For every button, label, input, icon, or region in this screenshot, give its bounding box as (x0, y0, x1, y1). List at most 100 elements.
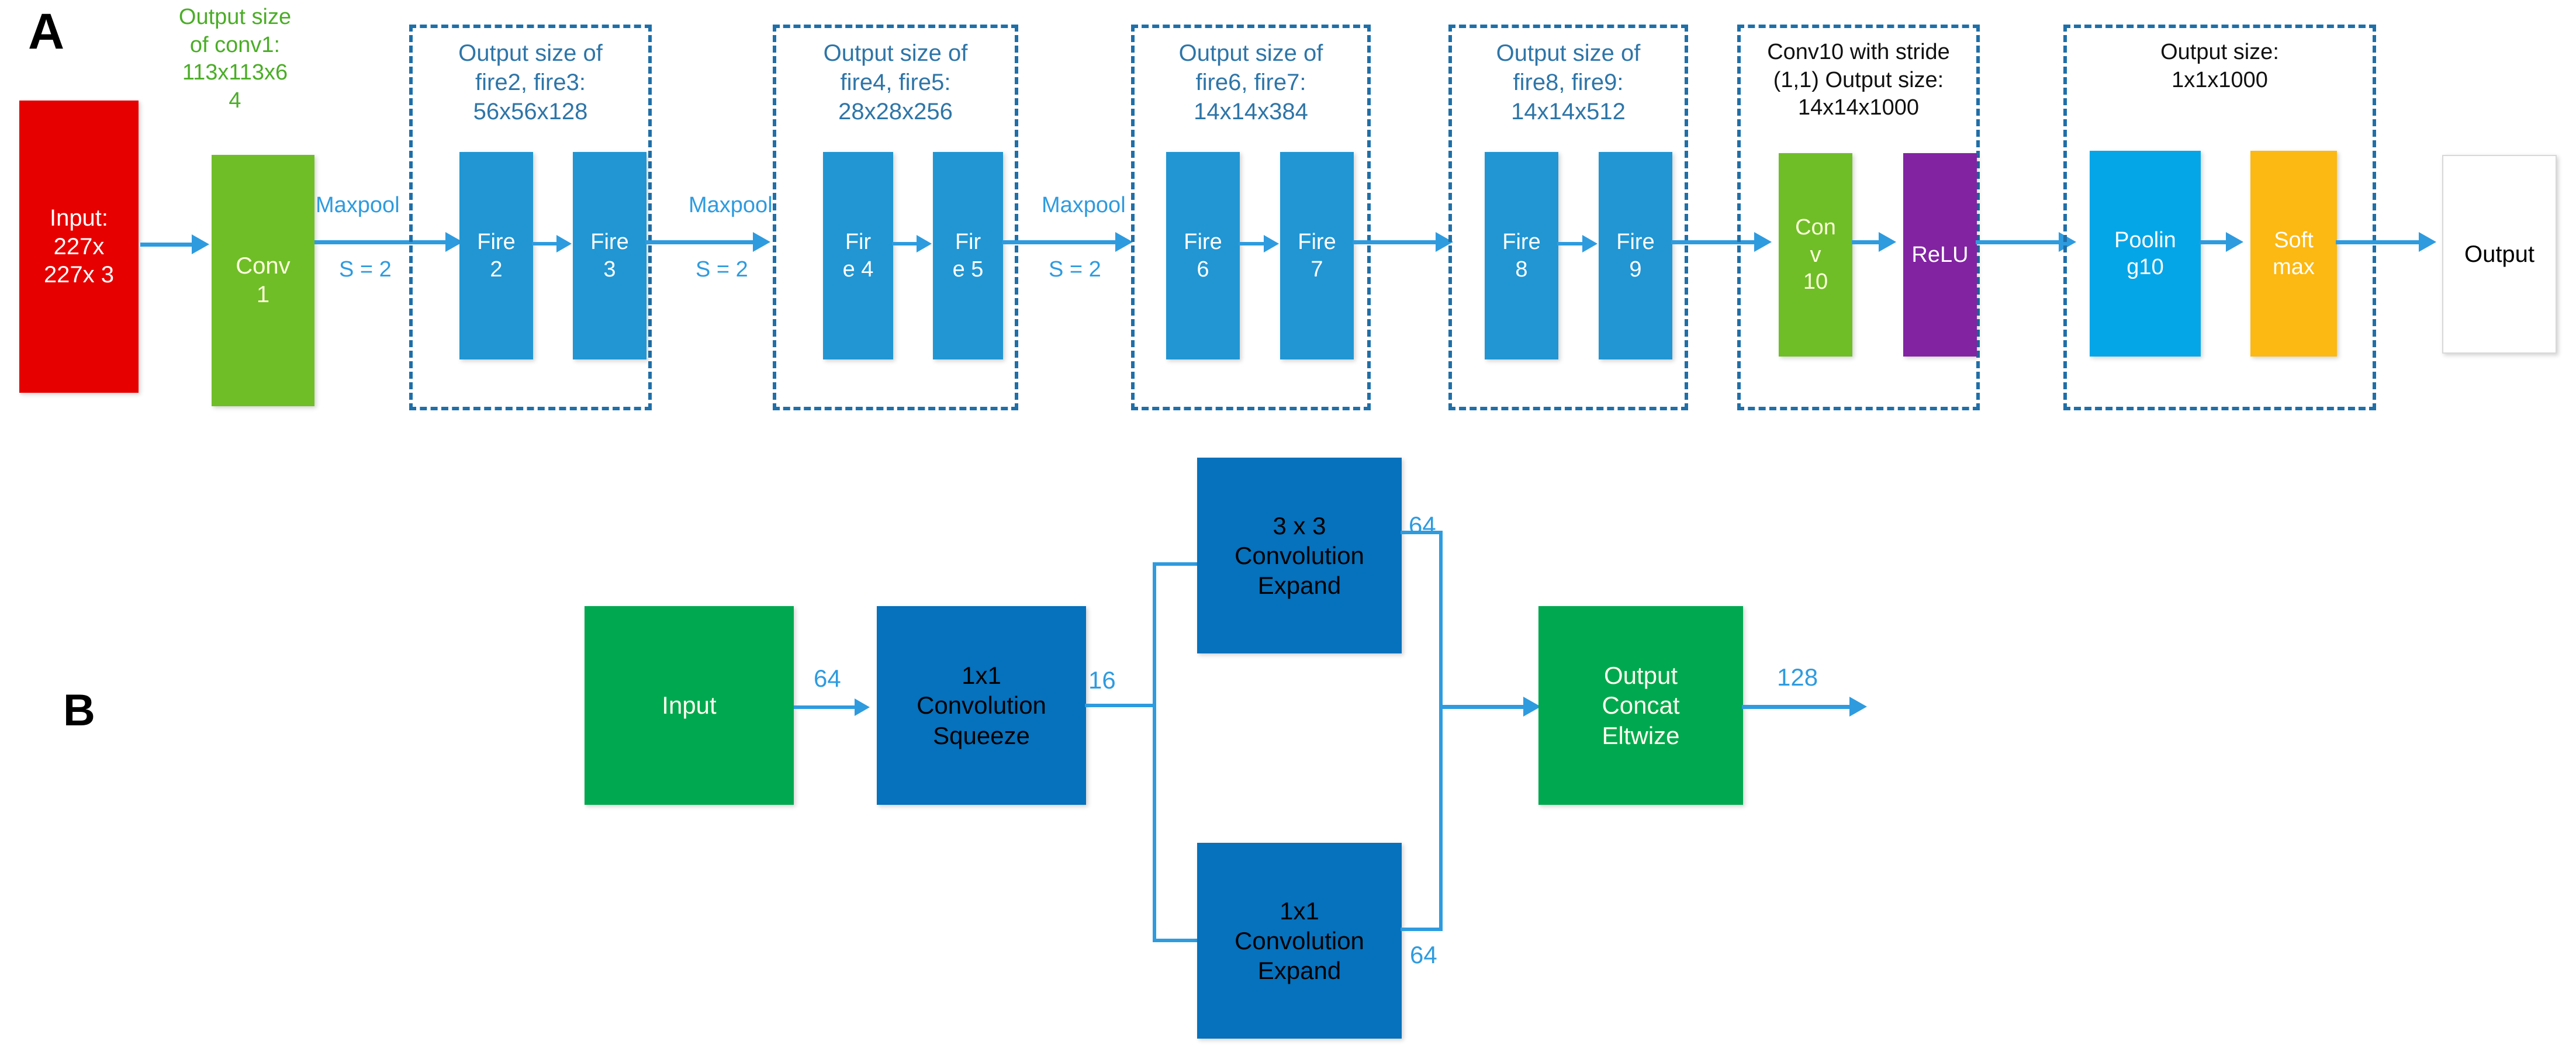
edge-label-b-in-channels: 64 (814, 665, 841, 692)
caption-fire6-fire7: Output size of fire6, fire7: 14x14x384 (1178, 40, 1323, 124)
edge-label-b-expand3x3-out: 64 (1409, 511, 1436, 539)
edge-line-b-branch-bottom (1153, 939, 1211, 942)
edge-arrow-b-concat-out (1849, 697, 1867, 717)
edge-line-fire3-to-fire4 (645, 240, 756, 244)
caption-conv10: Conv10 with stride (1,1) Output size: 14… (1767, 40, 1950, 120)
edge-line-b-merge-to-concat (1439, 705, 1527, 709)
caption-conv1-output: Output size of conv1: 113x113x6 4 (178, 5, 292, 113)
block-fire5-label: Fir e 5 (952, 230, 984, 282)
block-b-expand-3x3: 3 x 3 Convolution Expand (1197, 458, 1402, 653)
caption-fire8-fire9: Output size of fire8, fire9: 14x14x512 (1496, 40, 1641, 124)
edge-label-stride-2: S = 2 (696, 257, 748, 282)
block-fire4-label: Fir e 4 (842, 230, 874, 282)
block-fire8: Fire 8 (1485, 152, 1558, 359)
block-softmax-label: Soft max (2273, 227, 2315, 279)
edge-line-relu-to-pooling10 (1976, 240, 2062, 244)
edge-line-b-merge-vertical (1439, 531, 1443, 931)
caption-fire2-fire3: Output size of fire2, fire3: 56x56x128 (458, 40, 603, 124)
block-b-concat-label: Output Concat Eltwize (1602, 662, 1680, 749)
block-fire9-label: Fire 9 (1616, 230, 1655, 282)
block-b-expand-1x1-label: 1x1 Convolution Expand (1235, 897, 1364, 985)
edge-label-b-expand1x1-out: 64 (1410, 941, 1437, 968)
caption-fire4-fire5: Output size of fire4, fire5: 28x28x256 (823, 40, 968, 124)
edge-line-b-input-to-squeeze (794, 705, 858, 709)
edge-arrow-fire9-to-conv10 (1754, 232, 1772, 252)
edge-label-b-squeeze-out: 16 (1088, 666, 1116, 694)
block-input: Input: 227x 227x 3 (19, 101, 139, 393)
block-conv10-label: Con v 10 (1795, 215, 1836, 295)
edge-label-maxpool-1: Maxpool (316, 193, 400, 217)
edge-arrow-fire8-to-fire9 (1582, 235, 1598, 252)
edge-line-fire7-to-fire8 (1353, 240, 1439, 244)
block-fire4: Fir e 4 (823, 152, 893, 359)
block-fire3-label: Fire 3 (590, 230, 629, 282)
block-b-expand-3x3-label: 3 x 3 Convolution Expand (1235, 511, 1364, 600)
caption-final-output: Output size: 1x1x1000 (2160, 40, 2279, 92)
block-b-input-label: Input (662, 691, 717, 719)
arrow-input-to-conv1-head (192, 234, 209, 254)
edge-arrow-softmax-to-output (2419, 232, 2436, 252)
edge-line-b-split-vertical (1153, 562, 1156, 942)
group-conv10: Conv10 with stride (1,1) Output size: 14… (1737, 25, 1980, 410)
edge-line-b-squeeze-out (1085, 704, 1156, 707)
group-fire6-fire7: Output size of fire6, fire7: 14x14x384 (1131, 25, 1371, 410)
edge-arrow-relu-to-pooling10 (2059, 232, 2076, 252)
edge-line-fire9-to-conv10 (1671, 240, 1758, 244)
block-fire7-label: Fire 7 (1298, 230, 1336, 282)
block-fire8-label: Fire 8 (1502, 230, 1541, 282)
block-softmax: Soft max (2250, 151, 2337, 357)
edge-line-fire8-to-fire9 (1557, 242, 1585, 245)
block-b-input: Input (585, 606, 794, 805)
block-fire6: Fire 6 (1166, 152, 1240, 359)
edge-label-b-concat-out: 128 (1777, 663, 1818, 691)
edge-label-maxpool-3: Maxpool (1042, 193, 1126, 217)
block-fire2: Fire 2 (459, 152, 533, 359)
group-fire2-fire3: Output size of fire2, fire3: 56x56x128 (409, 25, 652, 410)
block-b-squeeze: 1x1 Convolution Squeeze (877, 606, 1086, 805)
group-fire4-fire5: Output size of fire4, fire5: 28x28x256 (773, 25, 1018, 410)
block-fire7: Fire 7 (1280, 152, 1354, 359)
group-fire8-fire9: Output size of fire8, fire9: 14x14x512 (1448, 25, 1688, 410)
block-output: Output (2442, 155, 2557, 354)
block-conv1: Conv 1 (212, 155, 314, 406)
edge-line-b-merge-bottom (1401, 928, 1443, 931)
edge-line-conv10-to-relu (1852, 240, 1882, 244)
edge-line-fire6-to-fire7 (1239, 242, 1267, 245)
block-b-concat: Output Concat Eltwize (1538, 606, 1743, 805)
edge-arrow-conv10-to-relu (1879, 232, 1896, 252)
block-conv1-label: Conv 1 (236, 253, 291, 307)
block-fire5: Fir e 5 (933, 152, 1003, 359)
block-output-label: Output (2464, 241, 2535, 267)
edge-arrow-pooling10-to-softmax (2226, 232, 2243, 252)
block-b-squeeze-label: 1x1 Convolution Squeeze (917, 662, 1046, 749)
block-input-label: Input: 227x 227x 3 (43, 205, 115, 288)
edge-line-fire4-to-fire5 (892, 242, 920, 245)
block-fire9: Fire 9 (1599, 152, 1672, 359)
edge-label-stride-3: S = 2 (1049, 257, 1101, 282)
edge-arrow-b-input-to-squeeze (855, 698, 870, 716)
edge-line-b-branch-top (1153, 562, 1211, 566)
block-fire3: Fire 3 (573, 152, 646, 359)
block-pooling10-label: Poolin g10 (2114, 227, 2176, 279)
edge-arrow-fire6-to-fire7 (1264, 235, 1279, 252)
panel-b-letter: B (63, 686, 95, 735)
block-b-expand-1x1: 1x1 Convolution Expand (1197, 843, 1402, 1039)
edge-line-softmax-to-output (2336, 240, 2422, 244)
edge-line-fire2-to-fire3 (532, 242, 560, 245)
panel-a-letter: A (28, 4, 65, 60)
block-relu: ReLU (1903, 153, 1977, 357)
edge-line-conv1-to-fire2 (314, 240, 449, 244)
group-final-output: Output size: 1x1x1000 (2063, 25, 2376, 410)
block-fire2-label: Fire 2 (477, 230, 516, 282)
edge-arrow-fire2-to-fire3 (556, 235, 572, 252)
block-conv10: Con v 10 (1779, 153, 1852, 357)
block-relu-label: ReLU (1911, 242, 1969, 267)
edge-label-stride-1: S = 2 (339, 257, 392, 282)
block-pooling10: Poolin g10 (2090, 151, 2201, 357)
edge-arrow-fire5-to-fire6 (1115, 232, 1133, 252)
block-fire6-label: Fire 6 (1184, 230, 1222, 282)
edge-line-b-merge-top (1401, 531, 1443, 534)
edge-arrow-fire3-to-fire4 (753, 232, 770, 252)
arrow-input-to-conv1-line (140, 243, 193, 247)
